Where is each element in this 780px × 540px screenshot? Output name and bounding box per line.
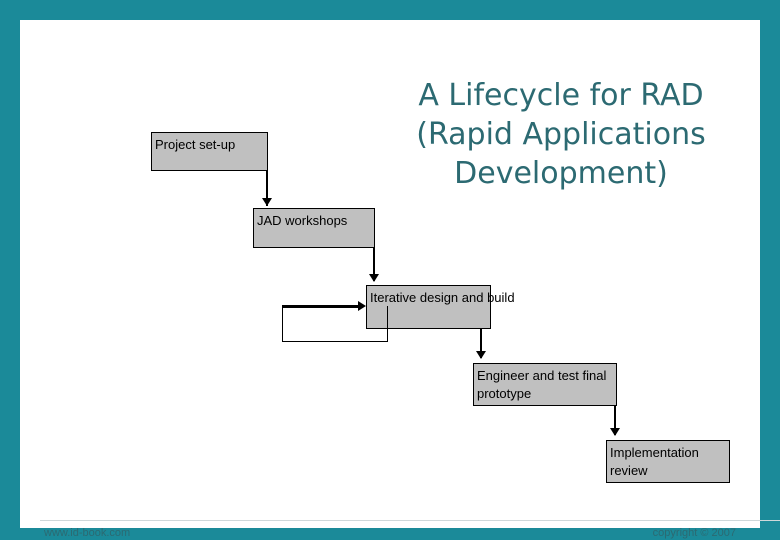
- slide-content-area: A Lifecycle for RAD (Rapid Applications …: [20, 20, 780, 539]
- diagram-node-project-set-up[interactable]: Project set-up: [151, 132, 268, 171]
- connector-project-to-jad-arrowhead: [262, 198, 272, 206]
- connector-iterative-feedback-arrowhead: [358, 301, 366, 311]
- footer-divider: [40, 520, 780, 521]
- connector-engineer-to-implementation-line: [614, 405, 616, 435]
- footer-copyright: copyright © 2007: [652, 527, 736, 539]
- diagram-node-label: Implementation review: [610, 445, 699, 478]
- diagram-node-engineer-and-test-final-prototype[interactable]: Engineer and test final prototype: [473, 363, 617, 406]
- connector-iterative-feedback-loop: [282, 306, 388, 342]
- connector-engineer-to-implementation-arrowhead: [610, 428, 620, 436]
- diagram-node-label: JAD workshops: [257, 213, 348, 228]
- diagram-node-iterative-design-and-build[interactable]: Iterative design and build: [366, 285, 515, 329]
- connector-jad-to-iterative-arrowhead: [369, 274, 379, 282]
- diagram-node-implementation-review[interactable]: Implementation review: [606, 440, 730, 483]
- connector-iterative-feedback-line: [282, 305, 362, 308]
- page-title: A Lifecycle for RAD (Rapid Applications …: [416, 78, 706, 192]
- diagram-node-label: Iterative design and build: [370, 290, 515, 305]
- diagram-node-label: Engineer and test final prototype: [477, 368, 607, 401]
- connector-project-to-jad-line: [266, 170, 268, 206]
- footer-website-link[interactable]: www.id-book.com: [44, 527, 131, 539]
- diagram-node-jad-workshops[interactable]: JAD workshops: [253, 208, 375, 248]
- diagram-node-label: Project set-up: [155, 137, 236, 152]
- connector-jad-to-iterative-line: [373, 247, 375, 281]
- connector-iterative-to-engineer-line: [480, 328, 482, 358]
- connector-iterative-to-engineer-arrowhead: [476, 351, 486, 359]
